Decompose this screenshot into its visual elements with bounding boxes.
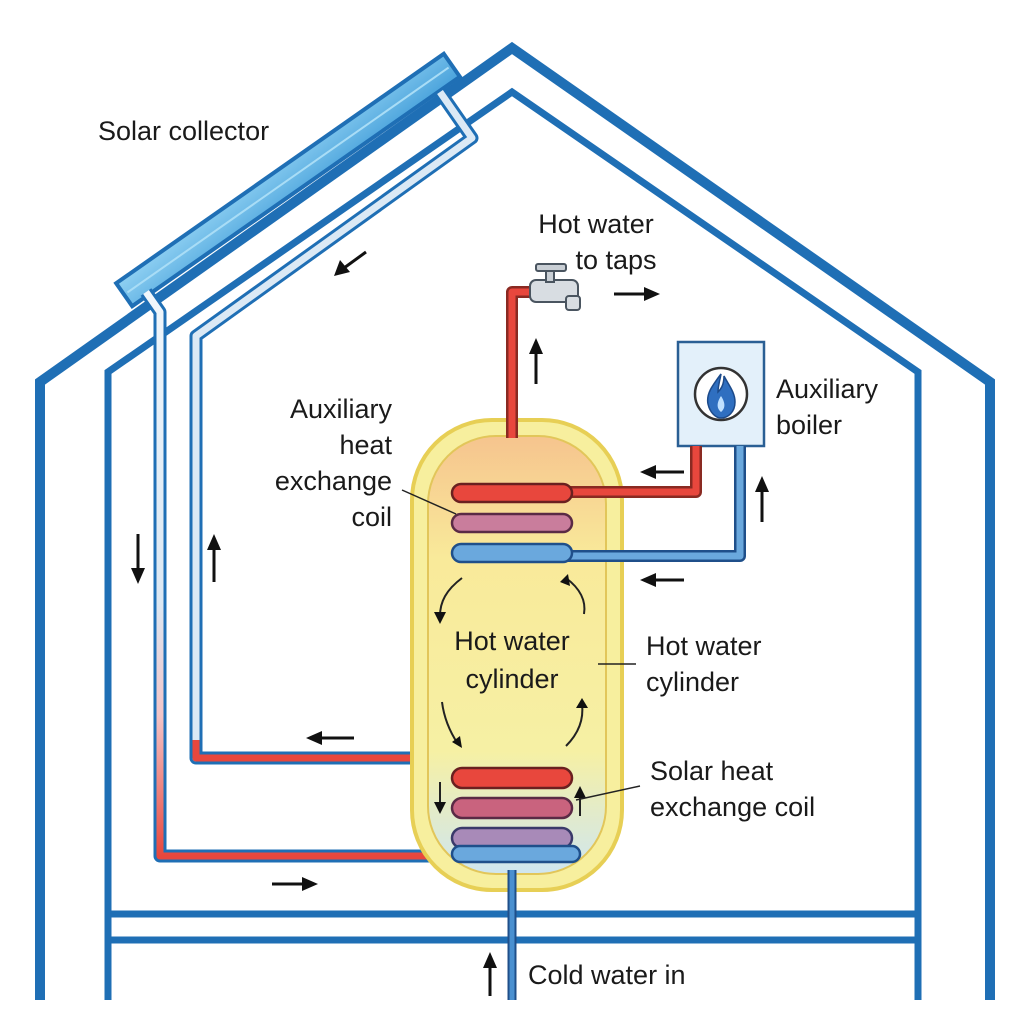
label-auxiliary-boiler-2: boiler bbox=[776, 410, 842, 440]
leader-lines bbox=[401, 489, 641, 801]
labels: Solar collector Hot water to taps Auxili… bbox=[98, 116, 879, 990]
label-aux-coil-1: Auxiliary bbox=[290, 394, 393, 424]
label-solar-collector: Solar collector bbox=[98, 116, 269, 146]
arrow-left-aux-return bbox=[640, 573, 684, 587]
arrow-right-taps bbox=[614, 287, 660, 301]
label-auxiliary-boiler-1: Auxiliary bbox=[776, 374, 879, 404]
convection-arrows bbox=[434, 574, 588, 816]
label-aux-coil-4: coil bbox=[351, 502, 392, 532]
flow-arrows bbox=[131, 250, 769, 996]
label-cylinder-inner-2: cylinder bbox=[465, 664, 558, 694]
arrow-up-cold-in bbox=[483, 952, 497, 996]
flame-icon bbox=[706, 373, 736, 419]
label-aux-coil-3: exchange bbox=[275, 466, 392, 496]
label-hot-water-to-taps-2: to taps bbox=[575, 245, 656, 275]
arrow-up bbox=[207, 534, 221, 582]
arrow-down bbox=[131, 534, 145, 584]
arrow-down-left bbox=[334, 250, 367, 276]
label-cylinder-outer-2: cylinder bbox=[646, 667, 739, 697]
arrow-right bbox=[272, 877, 318, 891]
arrow-left-aux-flow bbox=[640, 465, 684, 479]
arrow-left bbox=[306, 731, 354, 745]
label-hot-water-to-taps-1: Hot water bbox=[538, 209, 654, 239]
auxiliary-heat-exchange-coil bbox=[450, 482, 574, 564]
label-cylinder-inner-1: Hot water bbox=[454, 626, 570, 656]
solar-collector-panel bbox=[113, 51, 463, 309]
label-cylinder-outer-1: Hot water bbox=[646, 631, 762, 661]
label-aux-coil-2: heat bbox=[339, 430, 392, 460]
solar-flow-pipe-hot-section bbox=[192, 740, 470, 762]
tap-icon bbox=[529, 263, 581, 311]
solar-heat-exchange-coil bbox=[450, 766, 582, 864]
solar-return-pipe bbox=[140, 288, 575, 863]
label-solar-coil-1: Solar heat bbox=[650, 756, 774, 786]
auxiliary-boiler bbox=[676, 340, 766, 448]
label-solar-coil-2: exchange coil bbox=[650, 792, 815, 822]
arrow-up-hot-out bbox=[529, 338, 543, 384]
label-cold-water-in: Cold water in bbox=[528, 960, 686, 990]
arrow-up-aux-return bbox=[755, 476, 769, 522]
